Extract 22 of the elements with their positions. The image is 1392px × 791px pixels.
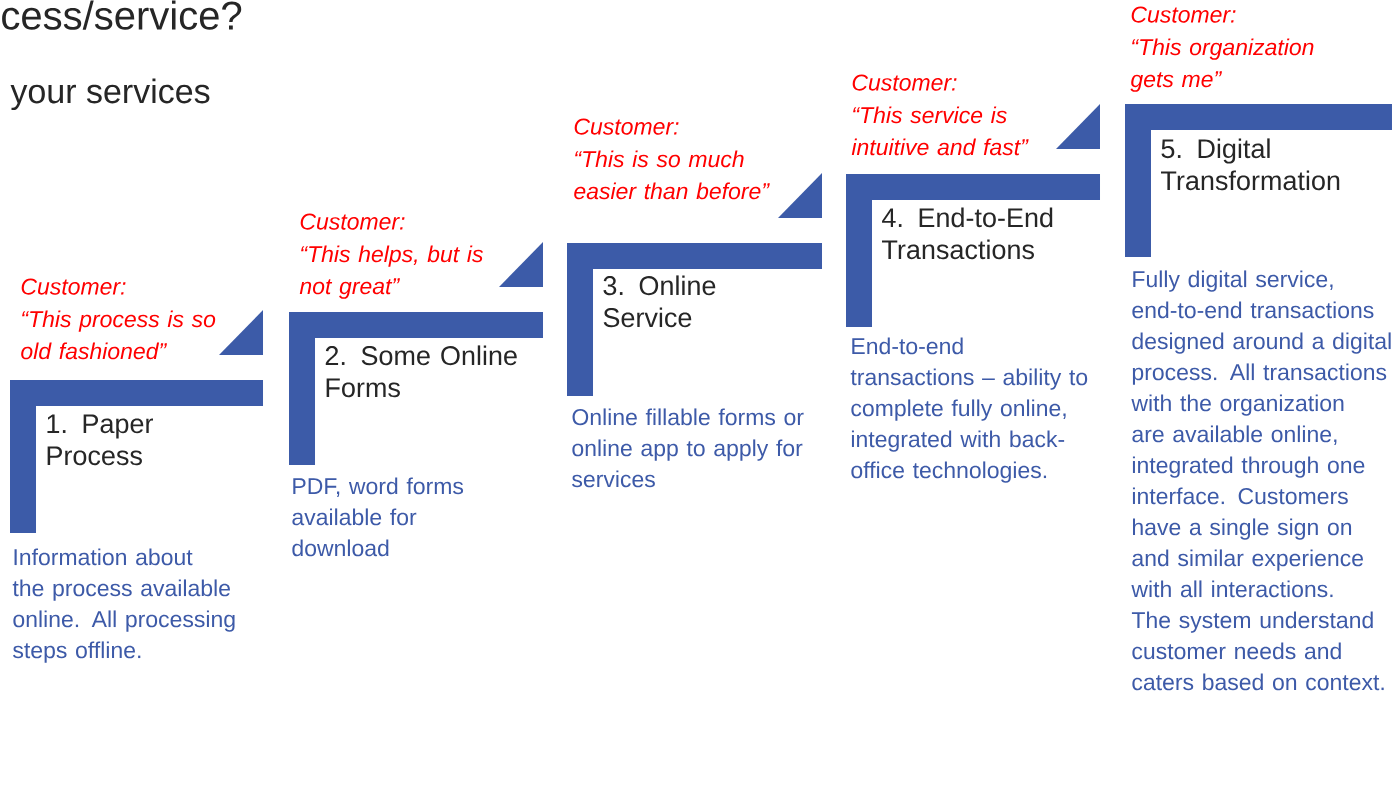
customer-label: Customer:: [574, 118, 679, 135]
customer-quote: “This organization gets me”: [1130, 38, 1314, 92]
customer-label: Customer:: [21, 278, 126, 295]
customer-quote: “This is so much easier than before”: [574, 150, 770, 200]
step-title: 4. End-to-End Transactions: [882, 207, 1053, 260]
step-description: Information about the process available online. All processing steps offline.: [12, 548, 235, 663]
customer-quote: “This service is intuitive and fast”: [851, 106, 1029, 156]
customer-quote: “This process is so old fashioned”: [21, 310, 216, 360]
customer-label: Customer:: [300, 213, 405, 230]
step-description: End-to-end transactions – ability to complete fully online, integrated with back-office technologies.: [850, 337, 1088, 483]
step-description: Online fillable forms or online app to apply for services: [572, 408, 804, 488]
step-description: Fully digital service, end-to-end transactions designed around a digital process. All transactions with the organization are available online, integrated through one interface. Customers have a single sign on and similar experience with all interactions. The system understand customer needs and caters based on context.: [1131, 270, 1391, 691]
subheading: your services: [10, 78, 210, 111]
customer-label: Customer:: [1131, 6, 1236, 23]
step-title: 3. Online Service: [603, 275, 716, 328]
step-title: 1. Paper Process: [47, 414, 153, 466]
step-title: 2. Some Online Forms: [325, 345, 517, 398]
heading: cess/service?: [2, 0, 242, 30]
customer-quote: “This helps, but is not great”: [299, 245, 483, 299]
step-title: 5. Digital Transformation: [1161, 138, 1340, 191]
customer-label: Customer:: [852, 74, 957, 91]
step-description: PDF, word forms available for download: [292, 477, 464, 557]
